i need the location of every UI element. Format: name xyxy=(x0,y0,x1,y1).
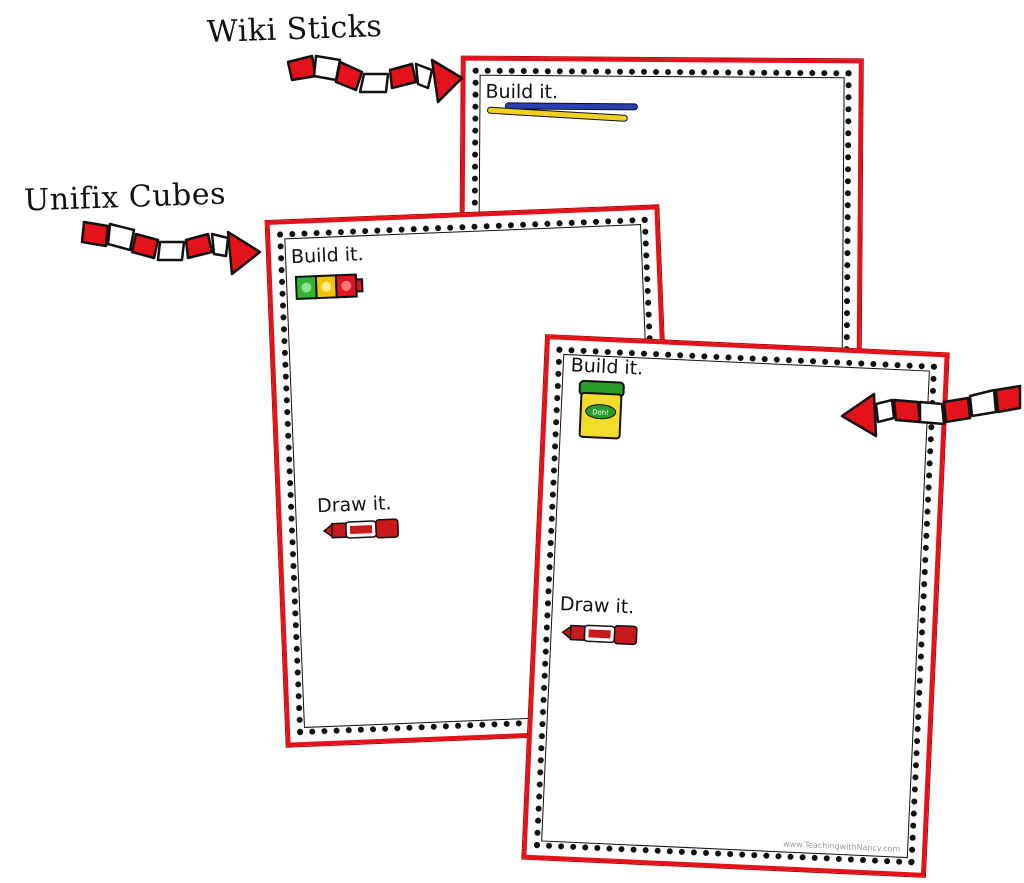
play-dough-icon: Doh! xyxy=(578,379,625,440)
wiki-sticks-icon xyxy=(486,102,638,122)
draw-it-label: Draw it. xyxy=(316,492,392,518)
worksheet-front: Build it. Doh! Draw it. www.Teachingwith… xyxy=(522,335,949,877)
build-it-label: Build it. xyxy=(570,354,644,380)
unifix-cubes-icon xyxy=(294,273,364,300)
wavy-arrow-icon xyxy=(840,384,1022,438)
draw-it-label: Draw it. xyxy=(559,593,635,619)
marker-icon xyxy=(322,518,400,539)
wavy-arrow-icon xyxy=(286,54,464,104)
marker-icon xyxy=(561,624,638,646)
worksheet-back: Build it. xyxy=(458,56,863,568)
wavy-arrow-icon xyxy=(80,220,262,276)
dough-brand-text: Doh! xyxy=(592,408,609,417)
build-it-label: Build it. xyxy=(290,243,364,269)
worksheet-middle: Build it. Draw it. xyxy=(265,205,680,747)
